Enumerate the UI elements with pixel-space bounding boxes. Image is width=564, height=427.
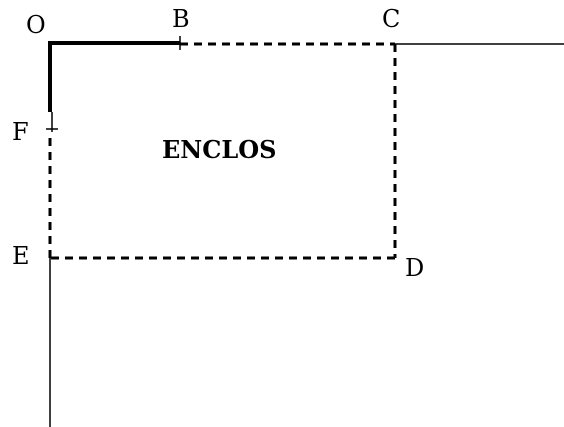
label-d: D (405, 254, 424, 282)
label-e: E (12, 242, 30, 270)
label-f: F (12, 118, 29, 146)
label-o: O (26, 11, 46, 39)
label-b: B (172, 5, 190, 33)
enclosure-label: ENCLOS (162, 135, 276, 164)
label-c: C (382, 5, 400, 33)
